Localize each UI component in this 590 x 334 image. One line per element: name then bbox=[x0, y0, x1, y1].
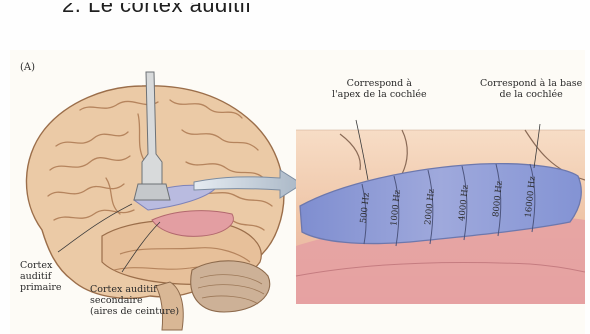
panel-label: (A) bbox=[20, 62, 35, 73]
primary-cortex-label: Cortex auditif primaire bbox=[20, 260, 62, 293]
auditory-cortex-figure: (A) Correspond à l'apex de la cochlée Co… bbox=[10, 50, 585, 334]
zoom-panel bbox=[296, 120, 585, 304]
apex-label: Correspond à l'apex de la cochlée bbox=[332, 78, 427, 100]
section-heading: 2. Le cortex auditif bbox=[62, 3, 292, 25]
base-label: Correspond à la base de la cochlée bbox=[480, 78, 582, 100]
secondary-cortex-label: Cortex auditif secondaire (aires de cein… bbox=[90, 284, 179, 317]
